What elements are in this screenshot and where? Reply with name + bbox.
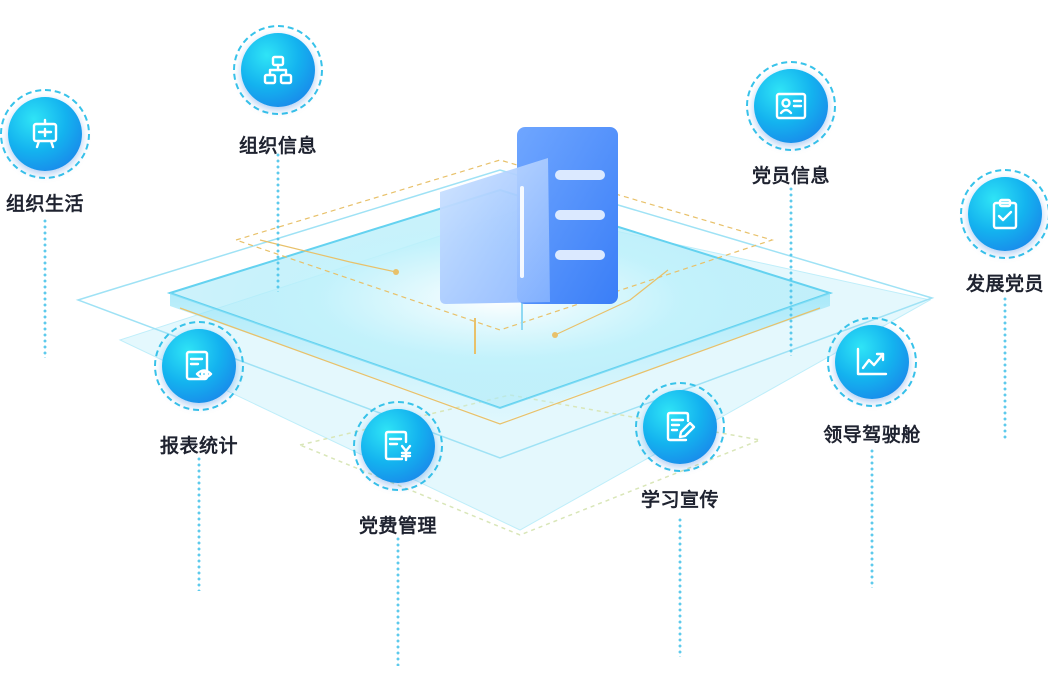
module-ring: [827, 317, 917, 407]
module-ring: [233, 25, 323, 115]
module-connector-line: [1003, 296, 1007, 441]
org-chart-icon: [260, 52, 296, 88]
module-ring: [635, 382, 725, 472]
module-connector-line: [870, 448, 874, 588]
module-disc: [162, 329, 236, 403]
module-label: 组织信息: [238, 135, 317, 157]
doc-front-edge: [520, 186, 524, 278]
module-ring: [960, 169, 1048, 259]
module-ring: [353, 401, 443, 491]
doc-line: [555, 170, 605, 180]
module-connector-line: [197, 456, 201, 591]
module-connector-line: [396, 536, 400, 666]
doc-line: [555, 210, 605, 220]
module-label: 学习宣传: [640, 489, 719, 511]
edit-document-icon: [662, 409, 698, 445]
module-connector-line: [789, 186, 793, 356]
module-disc: [643, 390, 717, 464]
module-ring: [154, 321, 244, 411]
module-label: 组织生活: [5, 193, 84, 215]
module-label: 党员信息: [751, 165, 830, 187]
module-label: 领导驾驶舱: [823, 424, 921, 446]
plate-trim-gold: [179, 307, 821, 425]
support-bar: [474, 318, 476, 354]
module-disc: [968, 177, 1042, 251]
fee-document-icon: [380, 428, 416, 464]
module-ring: [746, 61, 836, 151]
module-connector-line: [43, 218, 47, 358]
document-front: [440, 158, 550, 304]
circuit-node-left: [393, 269, 399, 275]
module-disc: [361, 409, 435, 483]
module-label: 报表统计: [159, 435, 238, 457]
module-label: 党费管理: [358, 515, 437, 537]
module-ring: [0, 89, 90, 179]
clipboard-check-icon: [987, 196, 1023, 232]
trend-chart-icon: [854, 344, 890, 380]
id-card-icon: [773, 88, 809, 124]
module-disc: [754, 69, 828, 143]
module-connector-line: [678, 517, 682, 657]
module-label: 发展党员: [965, 273, 1044, 295]
circuit-trace-left: [259, 239, 397, 273]
circuit-node-right: [552, 332, 558, 338]
report-view-icon: [181, 348, 217, 384]
presentation-board-icon: [27, 116, 63, 152]
doc-line: [555, 250, 605, 260]
platform-outer-plate: [75, 169, 935, 459]
support-bar-2: [521, 300, 523, 330]
circuit-trace-right: [554, 269, 669, 336]
circuit-outline: [234, 159, 775, 331]
module-connector-line: [276, 152, 280, 292]
